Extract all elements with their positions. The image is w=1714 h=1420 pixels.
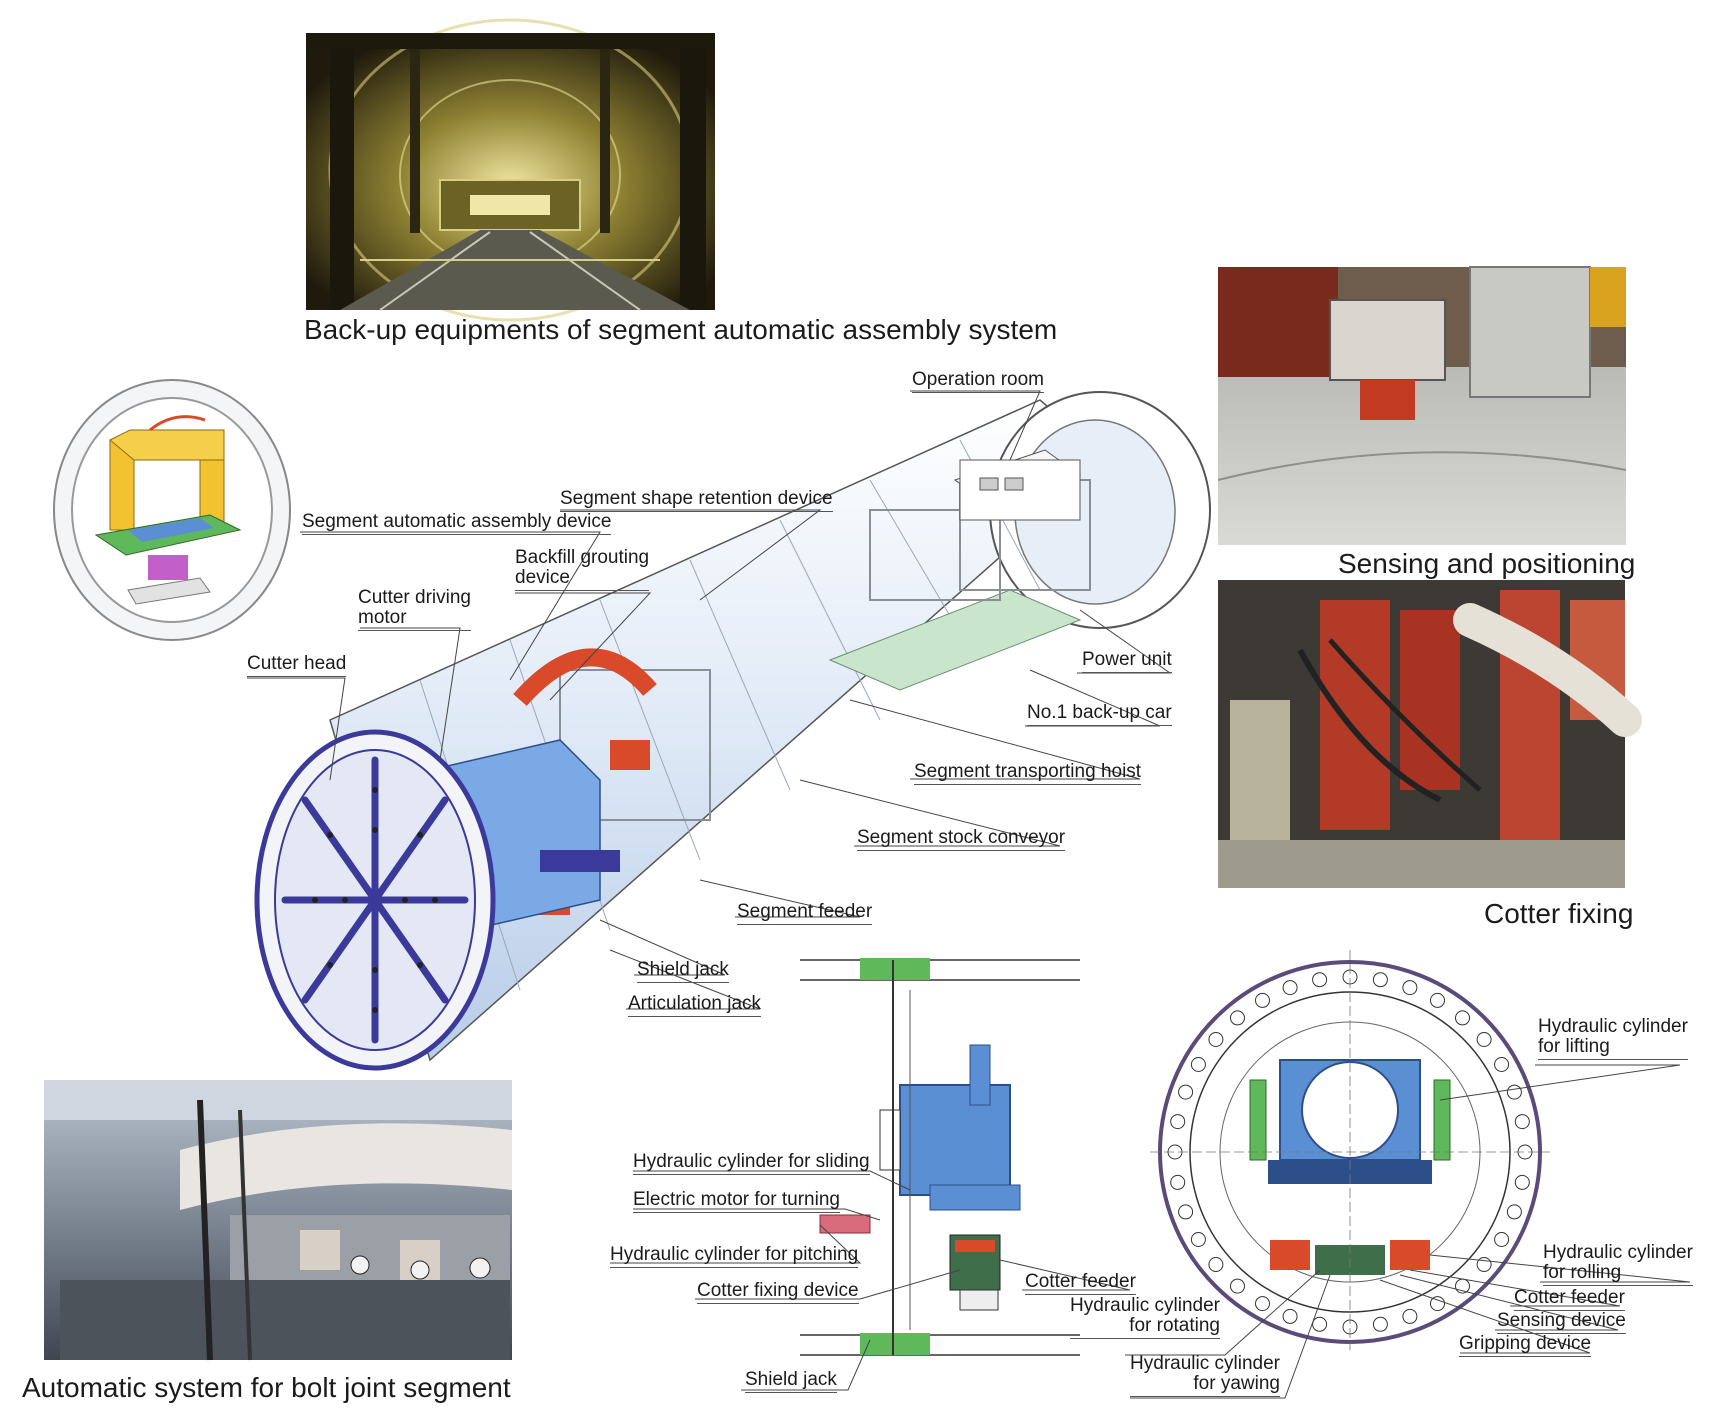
- shield-machine-diagram: [254, 391, 1211, 1071]
- label-shield-jack-main: Shield jack: [637, 960, 729, 983]
- photo-bolt-joint: [44, 1080, 512, 1361]
- label-shield-jack-side: Shield jack: [745, 1370, 837, 1393]
- bolt-hole: [1230, 1010, 1245, 1026]
- label-rolling-line2: for rolling: [1543, 1263, 1693, 1286]
- bolt-hole: [1372, 972, 1388, 988]
- bolt-hole: [1190, 1232, 1206, 1247]
- bolt-hole: [1282, 980, 1298, 996]
- label-transport-hoist: Segment transporting hoist: [914, 762, 1142, 785]
- label-sensing-device: Sensing device: [1497, 1311, 1626, 1334]
- label-yawing: Hydraulic cylinder for yawing: [1130, 1354, 1280, 1397]
- bolt-hole: [1506, 1204, 1522, 1220]
- label-lifting-line2: for lifting: [1538, 1037, 1688, 1060]
- bolt-hole: [1255, 992, 1270, 1008]
- bolt-hole: [1506, 1084, 1522, 1100]
- label-rolling: Hydraulic cylinder for rolling: [1543, 1243, 1693, 1286]
- label-lifting-line1: Hydraulic cylinder: [1538, 1016, 1688, 1037]
- label-power-unit: Power unit: [1082, 650, 1172, 673]
- photo-backup-equipments: [306, 18, 715, 322]
- label-yawing-line1: Hydraulic cylinder: [1130, 1353, 1280, 1374]
- bolt-hole: [1476, 1032, 1492, 1047]
- bolt-hole: [1514, 1114, 1530, 1130]
- label-yawing-line2: for yawing: [1130, 1374, 1280, 1397]
- label-rotating-line2: for rotating: [1070, 1316, 1220, 1339]
- label-backup-car: No.1 back-up car: [1027, 703, 1172, 726]
- bolt-hole: [1476, 1257, 1492, 1272]
- photo-cotter-fixing: [1218, 580, 1642, 888]
- label-backfill-line2: device: [515, 568, 650, 591]
- label-sliding: Hydraulic cylinder for sliding: [633, 1152, 870, 1175]
- label-operation-room: Operation room: [912, 370, 1045, 393]
- bolt-hole: [1208, 1032, 1224, 1047]
- bolt-hole: [1190, 1057, 1206, 1072]
- bolt-hole: [1430, 1296, 1445, 1312]
- bolt-hole: [1178, 1084, 1194, 1100]
- caption-cotter-fixing: Cotter fixing: [1484, 898, 1634, 929]
- assembly-ring-diagram: [53, 379, 291, 641]
- bolt-hole: [1178, 1204, 1194, 1220]
- bolt-hole: [1208, 1257, 1224, 1272]
- bolt-hole: [1312, 972, 1328, 988]
- bolt-hole: [1372, 1316, 1388, 1332]
- bolt-hole: [1430, 992, 1445, 1008]
- label-backfill-grouting: Backfill grouting device: [515, 547, 650, 591]
- label-cotter-feeder-front: Cotter feeder: [1514, 1288, 1625, 1311]
- erector-front-view: [1150, 950, 1550, 1350]
- label-cotter-feeder-side: Cotter feeder: [1025, 1272, 1136, 1295]
- label-cutter-motor-line2: motor: [358, 608, 471, 631]
- bolt-hole: [1170, 1174, 1186, 1190]
- caption-bolt-joint: Automatic system for bolt joint segment: [22, 1372, 511, 1403]
- label-cutter-motor-line1: Cutter driving: [358, 587, 471, 608]
- bolt-hole: [1230, 1278, 1245, 1294]
- bolt-hole: [1170, 1114, 1186, 1130]
- label-backfill-line1: Backfill grouting: [515, 547, 650, 568]
- label-lifting: Hydraulic cylinder for lifting: [1538, 1017, 1688, 1060]
- label-segment-feeder: Segment feeder: [737, 902, 873, 925]
- caption-sensing-positioning: Sensing and positioning: [1338, 548, 1636, 579]
- label-stock-conveyor: Segment stock conveyor: [857, 828, 1066, 851]
- bolt-hole: [1312, 1316, 1328, 1332]
- bolt-hole: [1282, 1308, 1298, 1324]
- bolt-ring: [1167, 969, 1533, 1335]
- label-assembly-device: Segment automatic assembly device: [302, 512, 612, 535]
- bolt-hole: [1255, 1296, 1270, 1312]
- label-articulation-jack: Articulation jack: [628, 994, 762, 1017]
- bolt-hole: [1494, 1232, 1510, 1247]
- label-rolling-line1: Hydraulic cylinder: [1543, 1242, 1693, 1263]
- bolt-hole: [1494, 1057, 1510, 1072]
- leader-lines: [247, 390, 1691, 1399]
- label-cutter-motor: Cutter driving motor: [358, 588, 471, 631]
- bolt-hole: [1514, 1174, 1530, 1190]
- label-cutter-head: Cutter head: [247, 654, 347, 677]
- photo-sensing-positioning: [1217, 266, 1627, 545]
- label-shape-retention: Segment shape retention device: [560, 489, 833, 512]
- bolt-hole: [1402, 1308, 1418, 1324]
- label-cotter-fixing-device: Cotter fixing device: [697, 1281, 859, 1304]
- label-rotating-line1: Hydraulic cylinder: [1070, 1295, 1220, 1316]
- bolt-hole: [1402, 980, 1418, 996]
- caption-backup-equipments: Back-up equipments of segment automatic …: [304, 314, 1058, 345]
- label-pitching: Hydraulic cylinder for pitching: [610, 1245, 859, 1268]
- label-gripping-device: Gripping device: [1459, 1334, 1592, 1357]
- label-turning: Electric motor for turning: [633, 1190, 840, 1213]
- label-rotating: Hydraulic cylinder for rotating: [1070, 1296, 1220, 1339]
- bolt-hole: [1455, 1010, 1470, 1026]
